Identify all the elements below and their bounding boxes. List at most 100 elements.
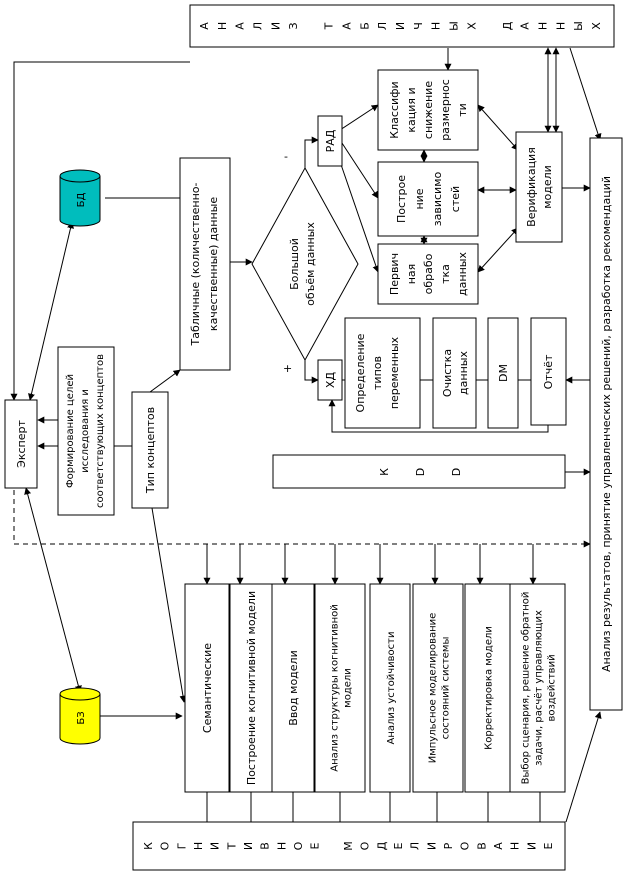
cognitive-step-box: [229, 583, 273, 793]
analysis-letter: Д: [501, 21, 514, 30]
connector-report-hd: [328, 399, 549, 433]
cognitive-letter: О: [359, 841, 372, 850]
cognitive-letter: Е: [392, 842, 405, 849]
kdd-letter-2: D: [414, 468, 427, 476]
analysis-letter: Ы: [447, 21, 460, 31]
cognitive-step-label: модели: [343, 668, 354, 708]
classif-line: ти: [456, 103, 469, 117]
vartypes-line-1: Определение: [354, 333, 367, 412]
analysis-letter: Х: [465, 22, 478, 30]
cognitive-step-label: задачи, расчёт управляющих: [534, 610, 545, 766]
cognitive-step-box: [369, 583, 411, 793]
cognitive-letter: Е: [309, 842, 322, 849]
verification-line-2: модели: [541, 165, 554, 209]
analysis-letter: Т: [323, 22, 336, 30]
expert-box: Эксперт: [4, 399, 38, 489]
cognitive-step-label: Построение когнитивной модели: [245, 591, 258, 785]
rad-box: РАД: [317, 115, 343, 167]
cognitive-letter: А: [492, 842, 505, 850]
diamond-line-2: объём данных: [304, 222, 317, 306]
db-label: БД: [76, 192, 87, 207]
cognitive-letter: Н: [509, 842, 522, 850]
cognitive-step-box: [314, 583, 366, 793]
verification-box: Верификация модели: [515, 131, 563, 243]
cognitive-letter: К: [142, 842, 155, 850]
deps-line: стей: [449, 186, 462, 212]
analysis-letter: А: [198, 22, 211, 30]
analysis-letter: Ч: [412, 22, 425, 30]
tabular-data-box: Табличные (количественно- качественные) …: [179, 157, 231, 371]
cognitive-letter: Е: [542, 842, 555, 849]
connector-rad-deps: [339, 139, 379, 199]
cognitive-letter: И: [242, 842, 255, 850]
plus-sign: +: [283, 362, 292, 375]
concept-type-box: Тип концептов: [131, 391, 169, 509]
cognitive-step-label: Анализ устойчивости: [386, 632, 397, 745]
analysis-letter: Н: [537, 22, 550, 30]
cognitive-letter: О: [459, 841, 472, 850]
cognitive-letter: Н: [192, 842, 205, 850]
cognitive-letter: Д: [375, 841, 388, 850]
connector-type-tabular: [149, 369, 181, 393]
cognitive-letter: Н: [275, 842, 288, 850]
dm-box: DM: [487, 317, 519, 429]
tabular-line-1: Табличные (количественно-: [189, 182, 202, 346]
classif-line: Классифи: [388, 81, 401, 138]
analysis-letter: Н: [430, 22, 443, 30]
db-cylinder: БД: [59, 169, 101, 227]
deps-line: Построе: [395, 175, 408, 223]
analysis-letter: Н: [216, 22, 229, 30]
analysis-letter: Ы: [572, 21, 585, 31]
tabular-line-2: качественные) данные: [207, 197, 220, 331]
cognitive-step-label: воздействий: [547, 654, 558, 721]
cognitive-letter: Г: [175, 842, 188, 849]
connector-rad-classif: [339, 104, 379, 131]
analysis-letter: А: [519, 22, 532, 30]
analysis-letter: Л: [376, 22, 389, 30]
analysis-letter: А: [341, 22, 354, 30]
primary-line: обрабо: [422, 253, 435, 294]
cognitive-step-label: Семантические: [201, 643, 214, 733]
connector-rad-primary: [335, 149, 380, 273]
connector-type-semantic: [151, 507, 187, 703]
data-cleaning-box: Очистка данных: [432, 317, 477, 429]
expert-label: Эксперт: [15, 420, 28, 468]
vartypes-line-2: типов: [371, 356, 384, 390]
deps-line: зависимо: [431, 172, 444, 227]
analysis-letter: И: [269, 22, 282, 30]
cognitive-step-box: [412, 583, 464, 793]
cognitive-letter: О: [292, 841, 305, 850]
cognitive-step-box: [509, 583, 566, 793]
classif-line: кация и: [405, 87, 418, 132]
connector-cognitive-results: [565, 711, 602, 823]
diamond-line-1: Большой: [288, 238, 301, 290]
analysis-letter: Л: [251, 22, 264, 30]
report-label: Отчёт: [542, 354, 555, 389]
primary-line: тка: [439, 264, 452, 284]
hd-box: ХД: [317, 359, 343, 401]
cognitive-letter: О: [159, 841, 172, 850]
analysis-letter: И: [394, 22, 407, 30]
kb-label: БЗ: [76, 711, 87, 724]
deps-line: ние: [413, 188, 426, 209]
results-box: Анализ результатов, принятие управленчес…: [589, 137, 623, 711]
cognitive-letter: М: [342, 841, 355, 851]
goals-line-3: соответствующих концептов: [95, 354, 106, 508]
variable-types-box: Определение типов переменных: [344, 317, 421, 429]
kb-cylinder: БЗ: [59, 687, 101, 745]
cognitive-step-label: Корректировка модели: [484, 626, 495, 750]
analysis-letter: Н: [554, 22, 567, 30]
concept-type-label: Тип концептов: [144, 407, 157, 494]
cognitive-step-label: Ввод модели: [287, 650, 300, 725]
vartypes-line-3: переменных: [388, 336, 401, 409]
connector-analysis-results: [569, 47, 602, 141]
kdd-letter-1: К: [378, 468, 391, 476]
analysis-letter: Х: [590, 22, 603, 30]
connector-classif-verif: [477, 104, 519, 151]
